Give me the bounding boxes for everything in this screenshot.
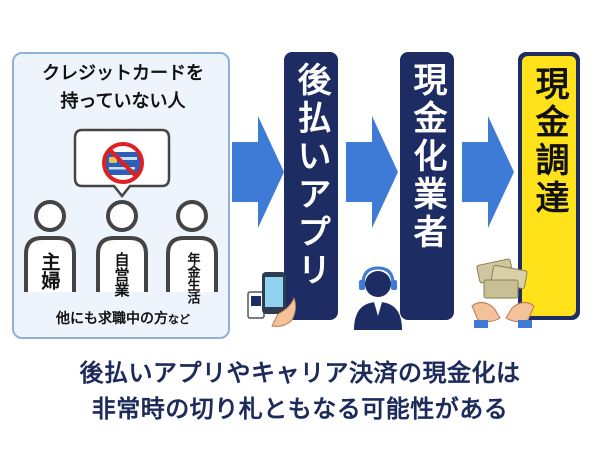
person-label: 年金生活 (184, 252, 200, 304)
arrow-right-icon (232, 116, 284, 228)
person-label: 自営業 (112, 252, 131, 297)
flow-arrow-1 (232, 112, 284, 232)
panel-footer: 他にも求職中の方など (14, 308, 232, 331)
prohibited-icon (102, 142, 144, 184)
credit-card-prohibited-icon (102, 142, 144, 184)
summary-line-2: 非常時の切り札ともなる可能性がある (91, 395, 509, 423)
step-label: 後払いアプリ (291, 62, 331, 290)
panel-title-line1: クレジットカードを (42, 63, 204, 84)
target-users-panel: クレジットカードを 持っていない人 主婦 (12, 52, 230, 339)
smartphone-payment-icon (247, 272, 297, 327)
flow-arrow-2 (346, 112, 398, 232)
person-icon (24, 200, 76, 292)
person-label: 主婦 (38, 252, 61, 290)
arrow-right-icon (462, 116, 514, 228)
panel-title: クレジットカードを 持っていない人 (14, 60, 232, 116)
panel-title-line2: 持っていない人 (60, 91, 186, 112)
cash-hands-icon (471, 258, 535, 328)
person-pensioner: 年金生活 (156, 192, 228, 312)
panel-footer-main: 他にも求職中の方 (56, 311, 168, 327)
summary-line-1: 後払いアプリやキャリア決済の現金化は (79, 359, 521, 387)
person-icon (166, 200, 218, 292)
flow-arrow-3 (462, 112, 514, 232)
support-operator-icon (354, 266, 402, 330)
panel-footer-small: など (168, 313, 190, 326)
step-cash-procurement: 現金調達 (518, 52, 580, 320)
step-cashing-business: 現金化業者 (400, 52, 454, 320)
person-icon (96, 200, 148, 292)
arrow-right-icon (346, 116, 398, 228)
step-label: 現金調達 (529, 66, 569, 218)
step-label: 現金化業者 (407, 62, 447, 252)
step-deferred-payment-app: 後払いアプリ (284, 52, 338, 320)
person-housewife: 主婦 (20, 192, 92, 312)
person-self-employed: 自営業 (90, 192, 162, 312)
